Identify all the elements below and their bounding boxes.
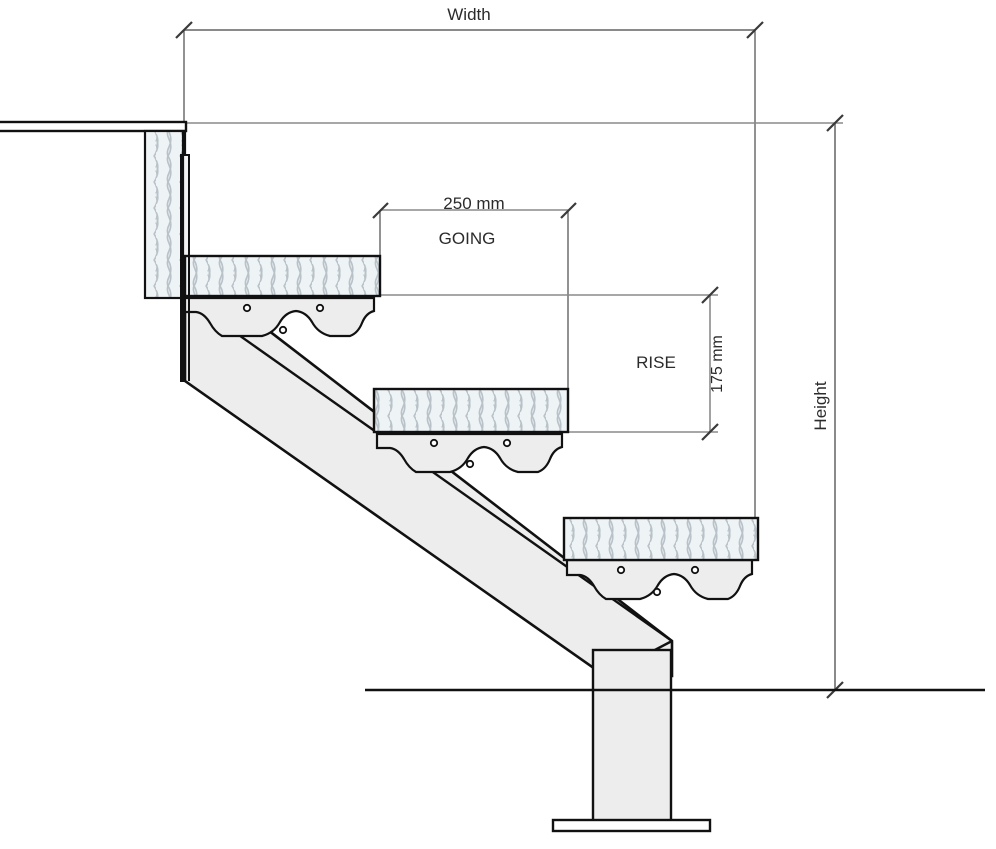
upper-landing-slab <box>0 120 188 133</box>
step-3 <box>562 516 760 601</box>
bolt-hole-1a <box>242 303 252 313</box>
wall-riser-body <box>143 129 187 300</box>
bolt-hole-1b <box>315 303 325 313</box>
bolt-hole-1c <box>278 325 288 335</box>
base-plate <box>551 818 712 833</box>
rise-tick-bottom <box>701 423 719 441</box>
tread-1 <box>183 254 382 298</box>
bolt-hole-2b <box>502 438 512 448</box>
support-post <box>591 648 673 824</box>
going-tick-left <box>372 202 389 219</box>
going-value-label: 250 mm <box>443 194 504 213</box>
support-post-body <box>591 648 673 824</box>
bolt-hole-2c <box>465 459 475 469</box>
bolt-hole-3b <box>690 565 700 575</box>
dimension-going: 250 mm GOING <box>372 194 577 432</box>
width-tick-left <box>175 21 193 39</box>
step-2 <box>372 387 570 474</box>
going-name-label: GOING <box>439 229 496 248</box>
bracket-1 <box>183 296 376 338</box>
tread-2 <box>372 387 570 434</box>
width-tick-right <box>746 21 764 39</box>
landing-slab-body <box>0 120 188 133</box>
rise-name-label: RISE <box>636 353 676 372</box>
tread-3 <box>562 516 760 562</box>
bolt-hole-3c <box>652 587 662 597</box>
height-label: Height <box>811 381 830 430</box>
step-1 <box>183 254 382 338</box>
stringer-edge-overlay <box>181 131 190 381</box>
rise-value-label: 175 mm <box>709 335 726 393</box>
stringer-beam <box>183 295 674 678</box>
wall-riser-block <box>143 129 187 300</box>
dimension-width: Width <box>175 5 764 524</box>
height-tick-top <box>826 114 844 132</box>
bolt-hole-3a <box>616 565 626 575</box>
base-plate-body <box>551 818 712 833</box>
bracket-3 <box>565 558 754 601</box>
bracket-2 <box>375 432 564 474</box>
width-label: Width <box>447 5 490 24</box>
going-tick-right <box>560 202 577 219</box>
rise-tick-top <box>701 286 719 304</box>
stringer-beam-body <box>183 295 674 678</box>
dimension-rise: RISE 175 mm <box>380 286 726 441</box>
bolt-hole-2a <box>429 438 439 448</box>
